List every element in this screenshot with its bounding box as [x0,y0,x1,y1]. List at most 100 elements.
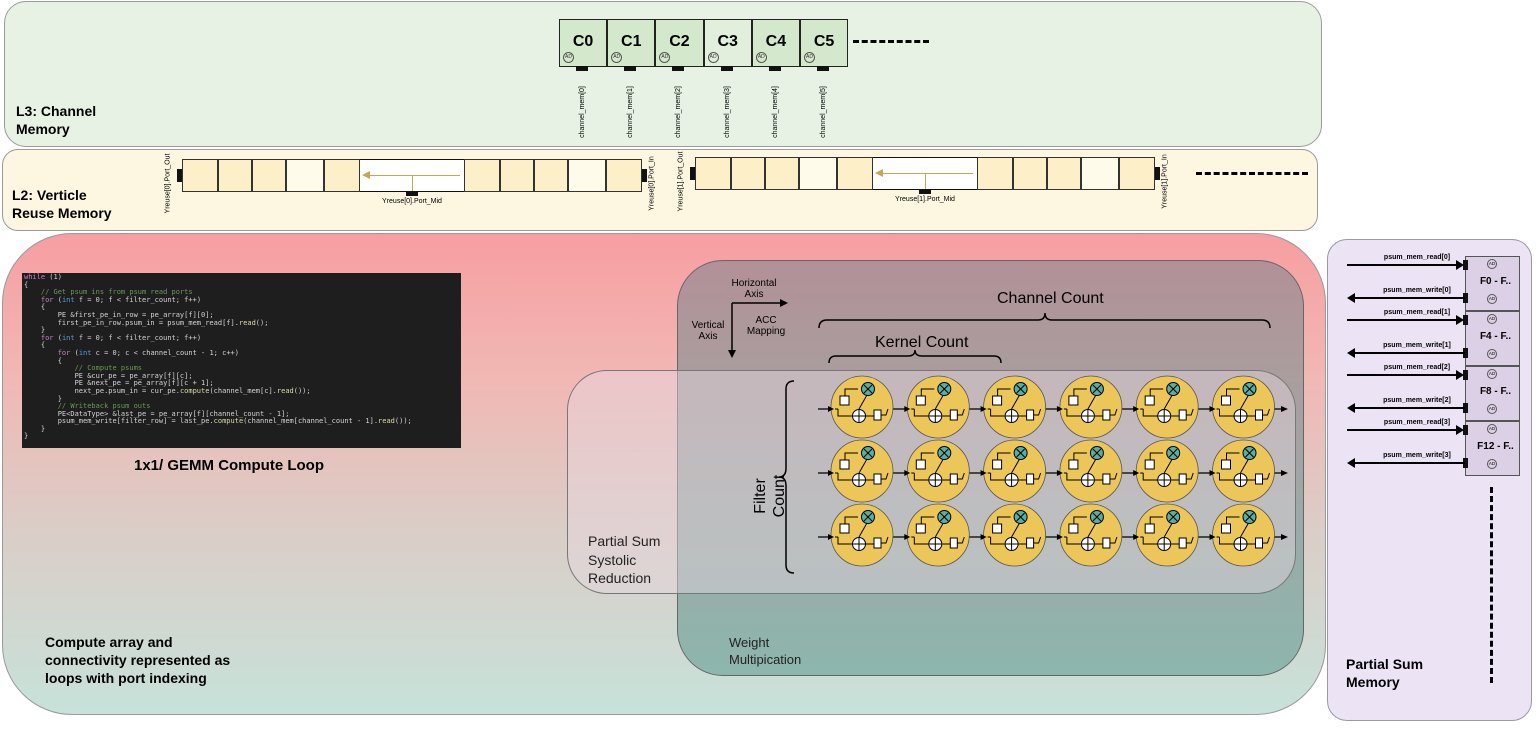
psum-ad-icon: AD [1487,424,1497,434]
pe-wire [1063,472,1083,481]
pe-cell [904,503,970,567]
multiplier-cross [1092,384,1102,394]
reuse-arrow-head-icon [875,169,883,177]
code-line: // Get psum ins from psum read ports [24,288,459,297]
reuse-cell [568,159,606,192]
multiplier-cross [939,448,949,458]
weight-register-icon [1068,395,1079,406]
multiplier-cross [863,512,873,522]
adder-plus [1081,538,1094,550]
code-token: (channel_mem[channel_count - 1]. [243,417,379,426]
multiplier-cross [1245,448,1254,458]
psum-memory-title: Partial Sum Memory [1346,656,1424,690]
pe-wire [942,472,965,481]
pe-body [1212,503,1275,567]
pe-body [983,439,1046,503]
psum-write-arrow-icon [1347,458,1355,468]
code-line: { [24,357,459,366]
psum-register-icon [873,473,882,485]
pe-wire [997,516,1011,524]
pe-input-arrow-icon [980,406,987,412]
l3-title: L3: Channel Memory [16,103,97,137]
pe-cell [828,503,894,567]
pe-wire [1018,408,1042,417]
multiplier-cross [1016,448,1025,458]
psum-ad-icon: AD [1487,259,1497,269]
pe-wire [1163,522,1173,538]
weight-register-icon [1068,459,1079,470]
pe-wire [911,408,931,417]
psum-ad-icon: AD [1487,314,1497,324]
pe-wire [920,452,935,460]
channel-ad-icon: AD [707,52,719,63]
l2-continuation-dashes [1196,172,1308,175]
code-token: // Get psum ins from psum read ports [40,288,193,297]
channel-port-5 [817,66,829,71]
pe-wire [1140,472,1160,481]
pe-cell [1056,375,1123,439]
pe-wire [942,536,965,545]
psum-write-line [1355,297,1465,299]
pe-wire [1011,458,1021,474]
pe-wire [1149,452,1164,460]
psum-register-icon [949,409,958,421]
code-token: PE &next_pe = pe_array[f][c + 1]; [24,379,214,388]
weight-register-icon [1144,523,1155,534]
psum-ad-icon: AD [1487,369,1497,379]
adder-plus [853,474,865,486]
reuse-cell [1013,157,1047,190]
channel-continuation-dashes [853,40,929,43]
code-line: while (1) [24,273,459,282]
code-line: } [24,395,459,404]
adder-plus [853,410,865,422]
code-line: for (int f = 0; f < filter_count; f++) [24,296,459,305]
psum-read-line [1347,429,1457,431]
pe-grid [818,375,1288,567]
code-token: psum_mem_write[filter_row] = last_pe. [24,417,214,426]
psum-register-icon [1178,473,1187,485]
pe-cell [828,439,894,503]
multiplier-cross [863,448,873,458]
code-line: for (int f = 0; f < filter_count; f++) [24,334,459,343]
acc-mapping-label: ACC Mapping [746,315,786,337]
channel-ad-icon: AD [755,52,767,63]
reuse-cell [286,159,324,192]
kernel-count-brace [828,349,1002,364]
code-token: read [276,386,294,395]
psum-register-icon [873,537,882,549]
reuse-cell [606,159,642,192]
psum-read-port [1463,315,1468,325]
compute-loop-code: while (1) { // Get psum ins from psum rea… [22,273,461,448]
psum-read-arrow-icon [1456,315,1464,325]
multiplier-cross [1168,384,1178,394]
weight-register-icon [1221,395,1231,406]
pe-input-arrow-icon [828,470,834,476]
code-token: } [24,326,46,335]
pe-input-arrow-icon [1056,470,1063,476]
pe-cell [980,439,1046,503]
code-token: (); [255,318,269,327]
pe-wire [920,388,935,396]
channel-port-4 [768,66,781,71]
psum-ad-icon: AD [1487,404,1497,414]
pe-input-arrow-icon [1133,470,1140,476]
pe-wire [1171,536,1194,545]
psum-write-label-0: psum_mem_write[0] [1383,287,1451,294]
psum-write-line [1355,462,1465,464]
code-line: PE<DataType> &last_pe = pe_array[f][chan… [24,410,459,419]
channel-label-1: C1 [621,33,642,50]
code-token: c = 0; c < channel_count - 1; c++) [91,348,239,357]
psum-register-icon [1178,537,1187,549]
weight-register-icon [915,395,926,406]
filter-count-brace [778,380,795,574]
pe-cell [828,375,894,439]
pe-wire [1094,408,1118,417]
adder-plus [1158,538,1171,550]
code-token: for [57,348,71,357]
psum-read-arrow-icon [1456,260,1464,270]
vertical-axis-label: Vertical Axis [691,320,725,342]
multiplier-cross [1245,384,1254,394]
pe-wire [1163,394,1173,410]
reuse-cell [218,159,252,192]
